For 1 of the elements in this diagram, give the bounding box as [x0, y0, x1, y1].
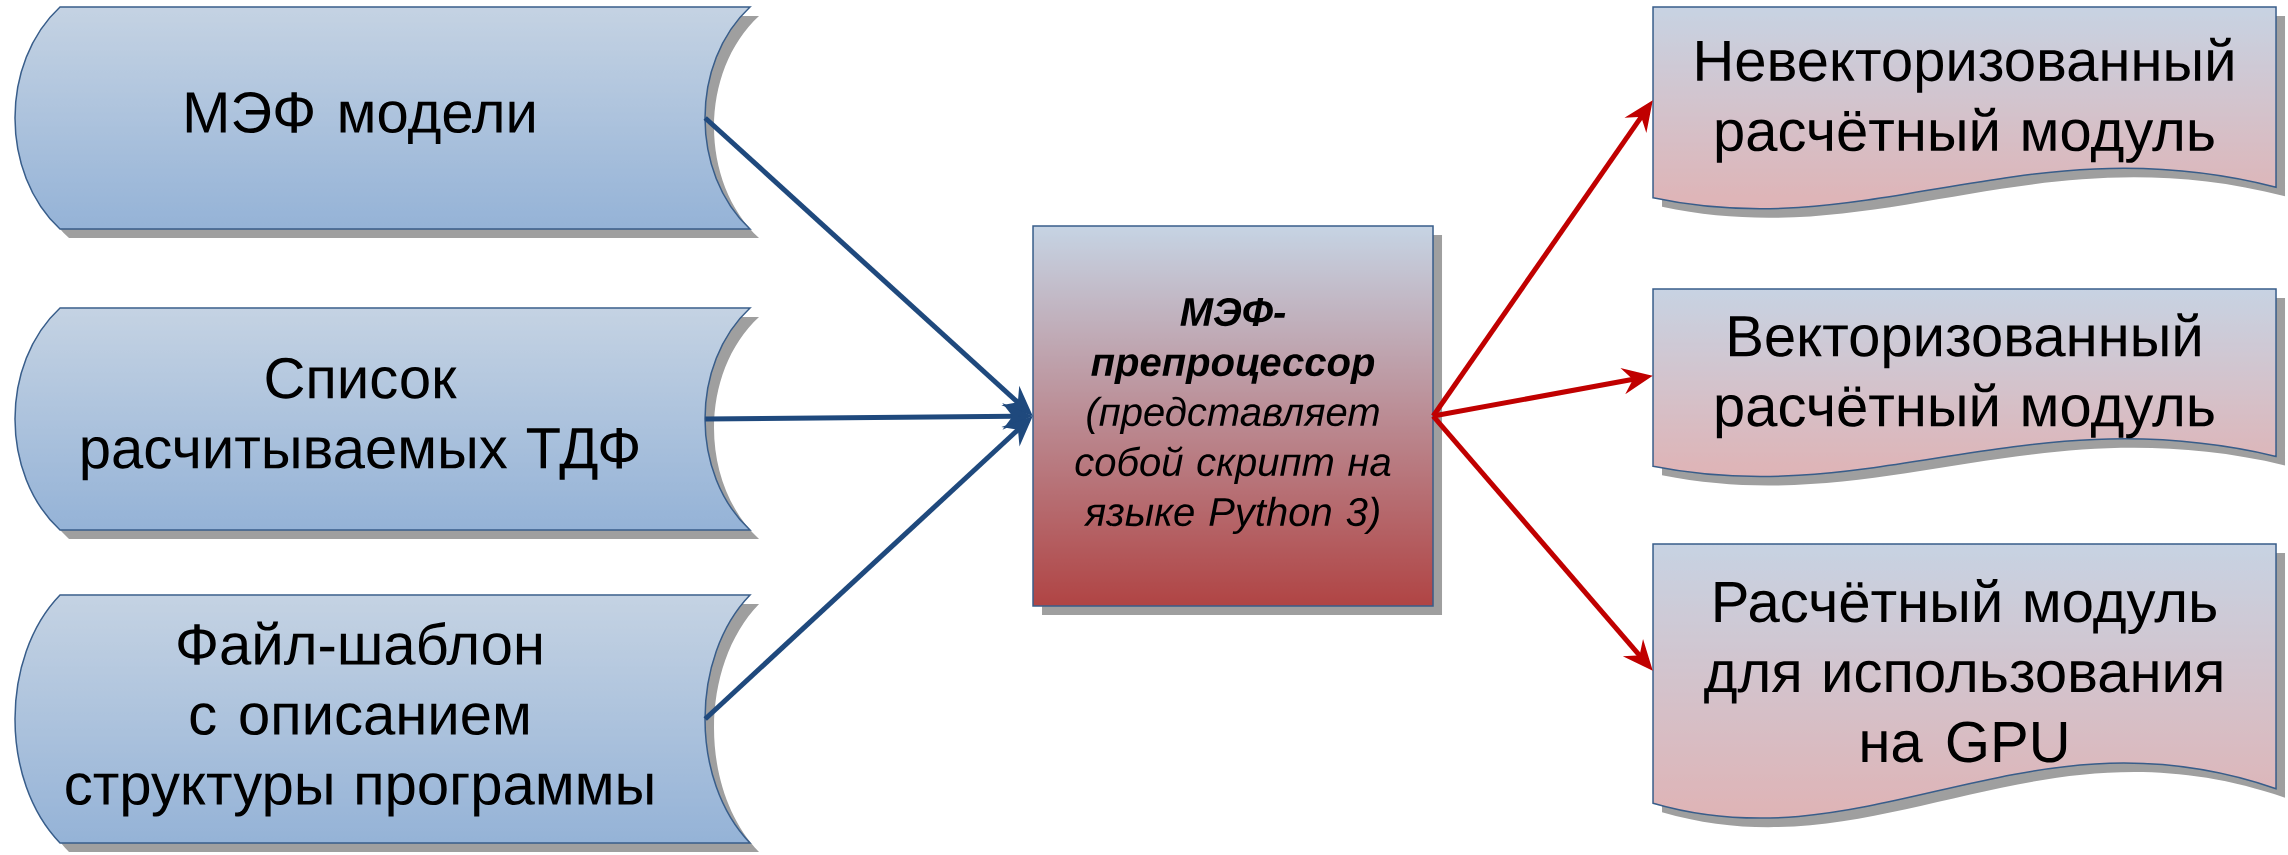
process-box: МЭФ-препроцессор (представляет собой скрипт на языке Python 3)	[1032, 225, 1442, 615]
